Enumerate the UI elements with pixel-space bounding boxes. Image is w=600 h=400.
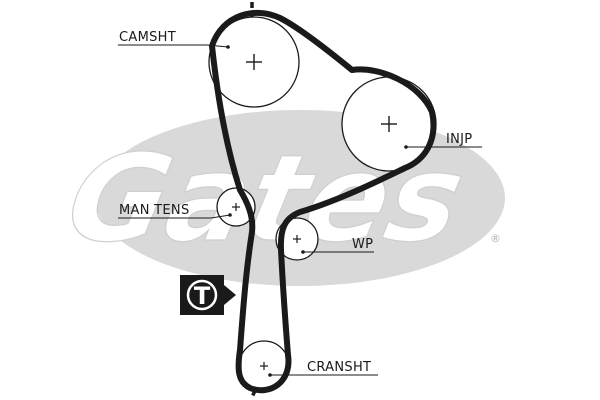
tension-badge-letter: T — [194, 282, 211, 310]
injection-pump-label: INJP — [446, 132, 472, 147]
manual-tensioner-label: MAN TENS — [119, 203, 190, 218]
crankshaft-label: CRANSHT — [307, 360, 371, 375]
camshaft-leader-dot — [226, 45, 230, 49]
timing-belt — [209, 9, 437, 394]
manual-tensioner-leader-dot — [228, 213, 232, 217]
water-pump-leader-dot — [301, 250, 305, 254]
tension-point-arrow-icon — [224, 285, 236, 305]
camshaft-label: CAMSHT — [119, 30, 176, 45]
crankshaft-leader-dot — [268, 373, 272, 377]
camshaft-center-mark — [246, 54, 262, 70]
injection-pump-leader-dot — [404, 145, 408, 149]
tension-badge-circle — [186, 279, 218, 311]
water-pump-center-mark — [293, 235, 301, 243]
registered-mark: ® — [490, 232, 501, 245]
water-pump-label: WP — [352, 237, 373, 252]
crankshaft-center-mark — [260, 362, 268, 370]
tension-point-badge: T — [180, 275, 236, 315]
manual-tensioner-center-mark — [232, 203, 240, 211]
injection-pump-center-mark — [381, 116, 397, 132]
logo-text: Gates — [56, 128, 475, 268]
camshaft-leader — [118, 44, 229, 48]
manual-tensioner-leader — [118, 214, 231, 219]
